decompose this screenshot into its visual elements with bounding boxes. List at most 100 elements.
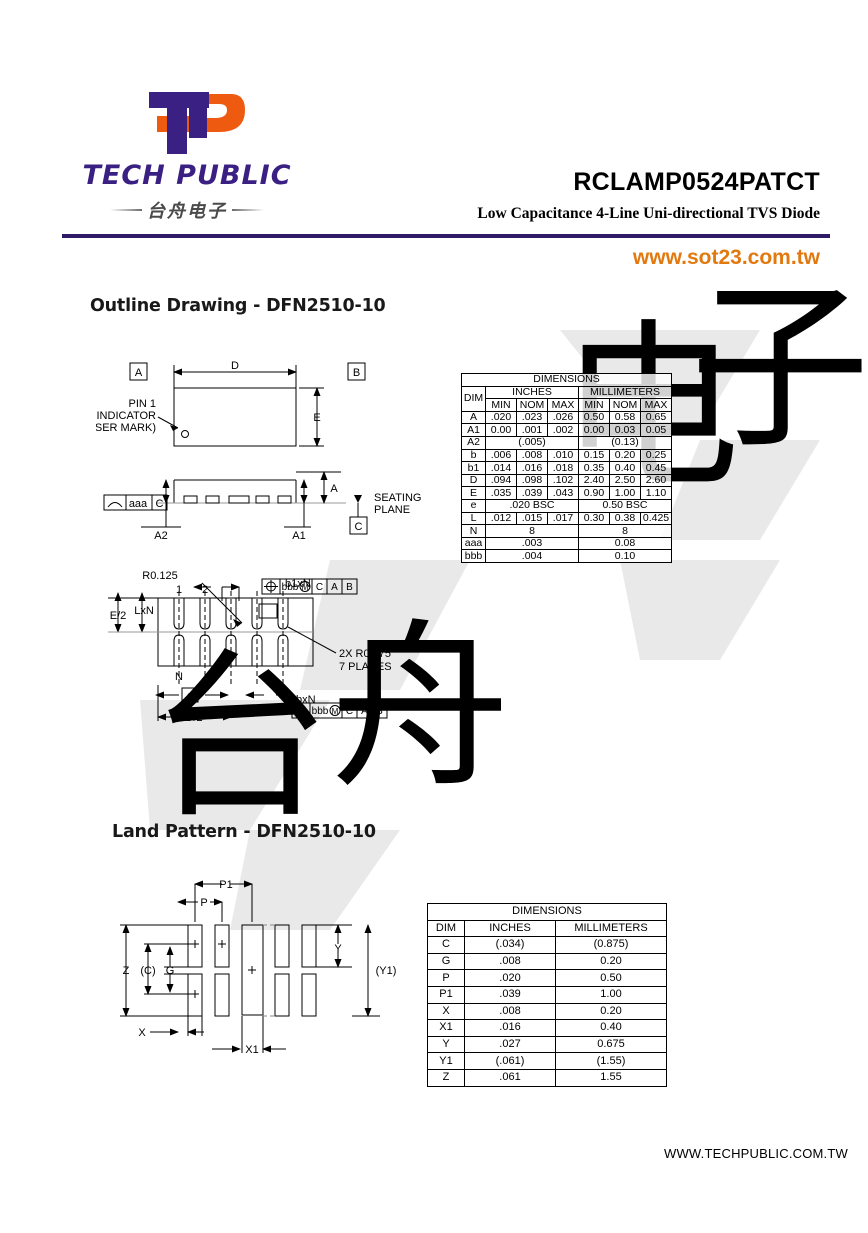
- dim-cell: b: [461, 448, 486, 463]
- label-dim-d: D: [231, 360, 239, 372]
- mm-cell: 0.20: [555, 1002, 667, 1021]
- value-cell: .006: [485, 448, 517, 463]
- value-cell: (0.13): [578, 435, 672, 450]
- dim-cell: A: [461, 410, 486, 425]
- brand-name: TECH PUBLIC: [82, 160, 292, 191]
- value-cell: 1.00: [609, 486, 641, 500]
- label-datum-b: B: [353, 367, 360, 379]
- mm-cell: 0.20: [555, 952, 667, 971]
- value-cell: 0.50: [578, 410, 610, 425]
- land-label-p: P: [200, 897, 207, 909]
- dim-cell: E: [461, 486, 486, 500]
- dim-cell: X: [427, 1002, 465, 1021]
- value-cell: .010: [547, 448, 579, 463]
- value-cell: 0.90: [578, 486, 610, 500]
- dim-cell: L: [461, 511, 486, 526]
- value-cell: 8: [578, 524, 672, 538]
- value-cell: .035: [485, 486, 517, 500]
- inches-cell: .061: [464, 1068, 556, 1087]
- value-cell: .014: [485, 461, 517, 475]
- value-cell: 8: [485, 524, 579, 538]
- value-cell: 0.45: [640, 461, 672, 475]
- outline-sub-mm-nom: NOM: [609, 398, 641, 412]
- value-cell: 0.425: [640, 511, 672, 526]
- land-pattern-title: Land Pattern - DFN2510-10: [112, 822, 376, 842]
- outline-table-sub-row: MIN NOM MAX MIN NOM MAX: [462, 398, 672, 412]
- value-cell: .094: [485, 473, 517, 488]
- land-table-title: DIMENSIONS: [427, 903, 667, 921]
- fcf-top-mod: M: [302, 583, 309, 592]
- fcf-bottom-tol: bbb: [312, 706, 329, 717]
- value-cell: 0.00: [485, 423, 517, 437]
- label-pin1-line1: PIN 1: [128, 398, 156, 410]
- label-seating-line1: SEATING: [374, 492, 421, 504]
- label-pin-num-n: N: [175, 671, 183, 683]
- label-flatness-sym: aaa: [129, 498, 148, 510]
- value-cell: 0.15: [578, 448, 610, 463]
- inches-cell: .020: [464, 969, 556, 987]
- label-dim-e: E: [313, 412, 320, 424]
- brand-rule-right: [232, 209, 264, 211]
- land-col-inches: INCHES: [464, 919, 556, 938]
- value-cell: (.005): [485, 435, 579, 450]
- inches-cell: (.061): [464, 1052, 556, 1070]
- brand-name-cn-wrap: 台舟电子: [62, 197, 312, 223]
- land-pattern-dimensions-table: DIMENSIONS DIM INCHES MILLIMETERS C(.034…: [427, 903, 667, 1087]
- value-cell: 0.03: [609, 423, 641, 437]
- label-pin1-line2: INDICATOR: [97, 410, 157, 422]
- value-cell: .102: [547, 473, 579, 488]
- outline-dimensions-table: DIMENSIONS DIM INCHES MILLIMETERS MIN NO…: [461, 373, 672, 563]
- brand-name-cn: 台舟电子: [147, 201, 227, 222]
- label-pin1-line3: (LASER MARK): [96, 422, 156, 434]
- dim-cell: P1: [427, 985, 465, 1004]
- inches-cell: .027: [464, 1035, 556, 1054]
- fcf-top-datum-b: B: [346, 582, 353, 593]
- outline-sub-in-min: MIN: [485, 398, 517, 412]
- value-cell: 0.65: [640, 410, 672, 425]
- value-cell: 2.40: [578, 473, 610, 488]
- outline-col-dim: DIM: [461, 385, 486, 412]
- header-divider: [62, 234, 830, 238]
- outline-table-head: DIMENSIONS DIM INCHES MILLIMETERS MIN NO…: [461, 373, 672, 412]
- fcf-top-datum-c: C: [316, 582, 323, 593]
- inches-cell: (.034): [464, 936, 556, 954]
- site-url: www.sot23.com.tw: [632, 246, 820, 269]
- land-label-y: Y: [334, 943, 342, 955]
- value-cell: 0.40: [609, 461, 641, 475]
- value-cell: .043: [547, 486, 579, 500]
- value-cell: 0.25: [640, 448, 672, 463]
- footer-url: WWW.TECHPUBLIC.COM.TW: [663, 1146, 848, 1161]
- value-cell: 1.10: [640, 486, 672, 500]
- label-dim-a: A: [330, 483, 338, 495]
- mm-cell: 1.55: [555, 1068, 667, 1087]
- label-dim-e-pitch: e: [187, 690, 193, 702]
- dim-cell: X1: [427, 1019, 465, 1037]
- outline-sub-mm-min: MIN: [578, 398, 610, 412]
- table-row: C(.034)(0.875): [427, 936, 667, 954]
- value-cell: 0.08: [578, 536, 672, 551]
- land-col-mm: MILLIMETERS: [555, 919, 667, 938]
- value-cell: .002: [547, 423, 579, 437]
- value-cell: .004: [485, 549, 579, 563]
- mm-cell: (1.55): [555, 1052, 667, 1070]
- page-header: TECH PUBLIC 台舟电子 RCLAMP0524PATCT Low Cap…: [0, 0, 868, 270]
- label-dim-lxn: LxN: [134, 605, 154, 617]
- outline-col-mm: MILLIMETERS: [578, 385, 672, 400]
- dim-cell: Y: [427, 1035, 465, 1054]
- label-radius-r0125: R0.125: [142, 570, 177, 582]
- dim-cell: bbb: [461, 549, 486, 563]
- brand-rule-left: [110, 209, 142, 211]
- inches-cell: .008: [464, 1002, 556, 1021]
- dim-cell: b1: [461, 461, 486, 475]
